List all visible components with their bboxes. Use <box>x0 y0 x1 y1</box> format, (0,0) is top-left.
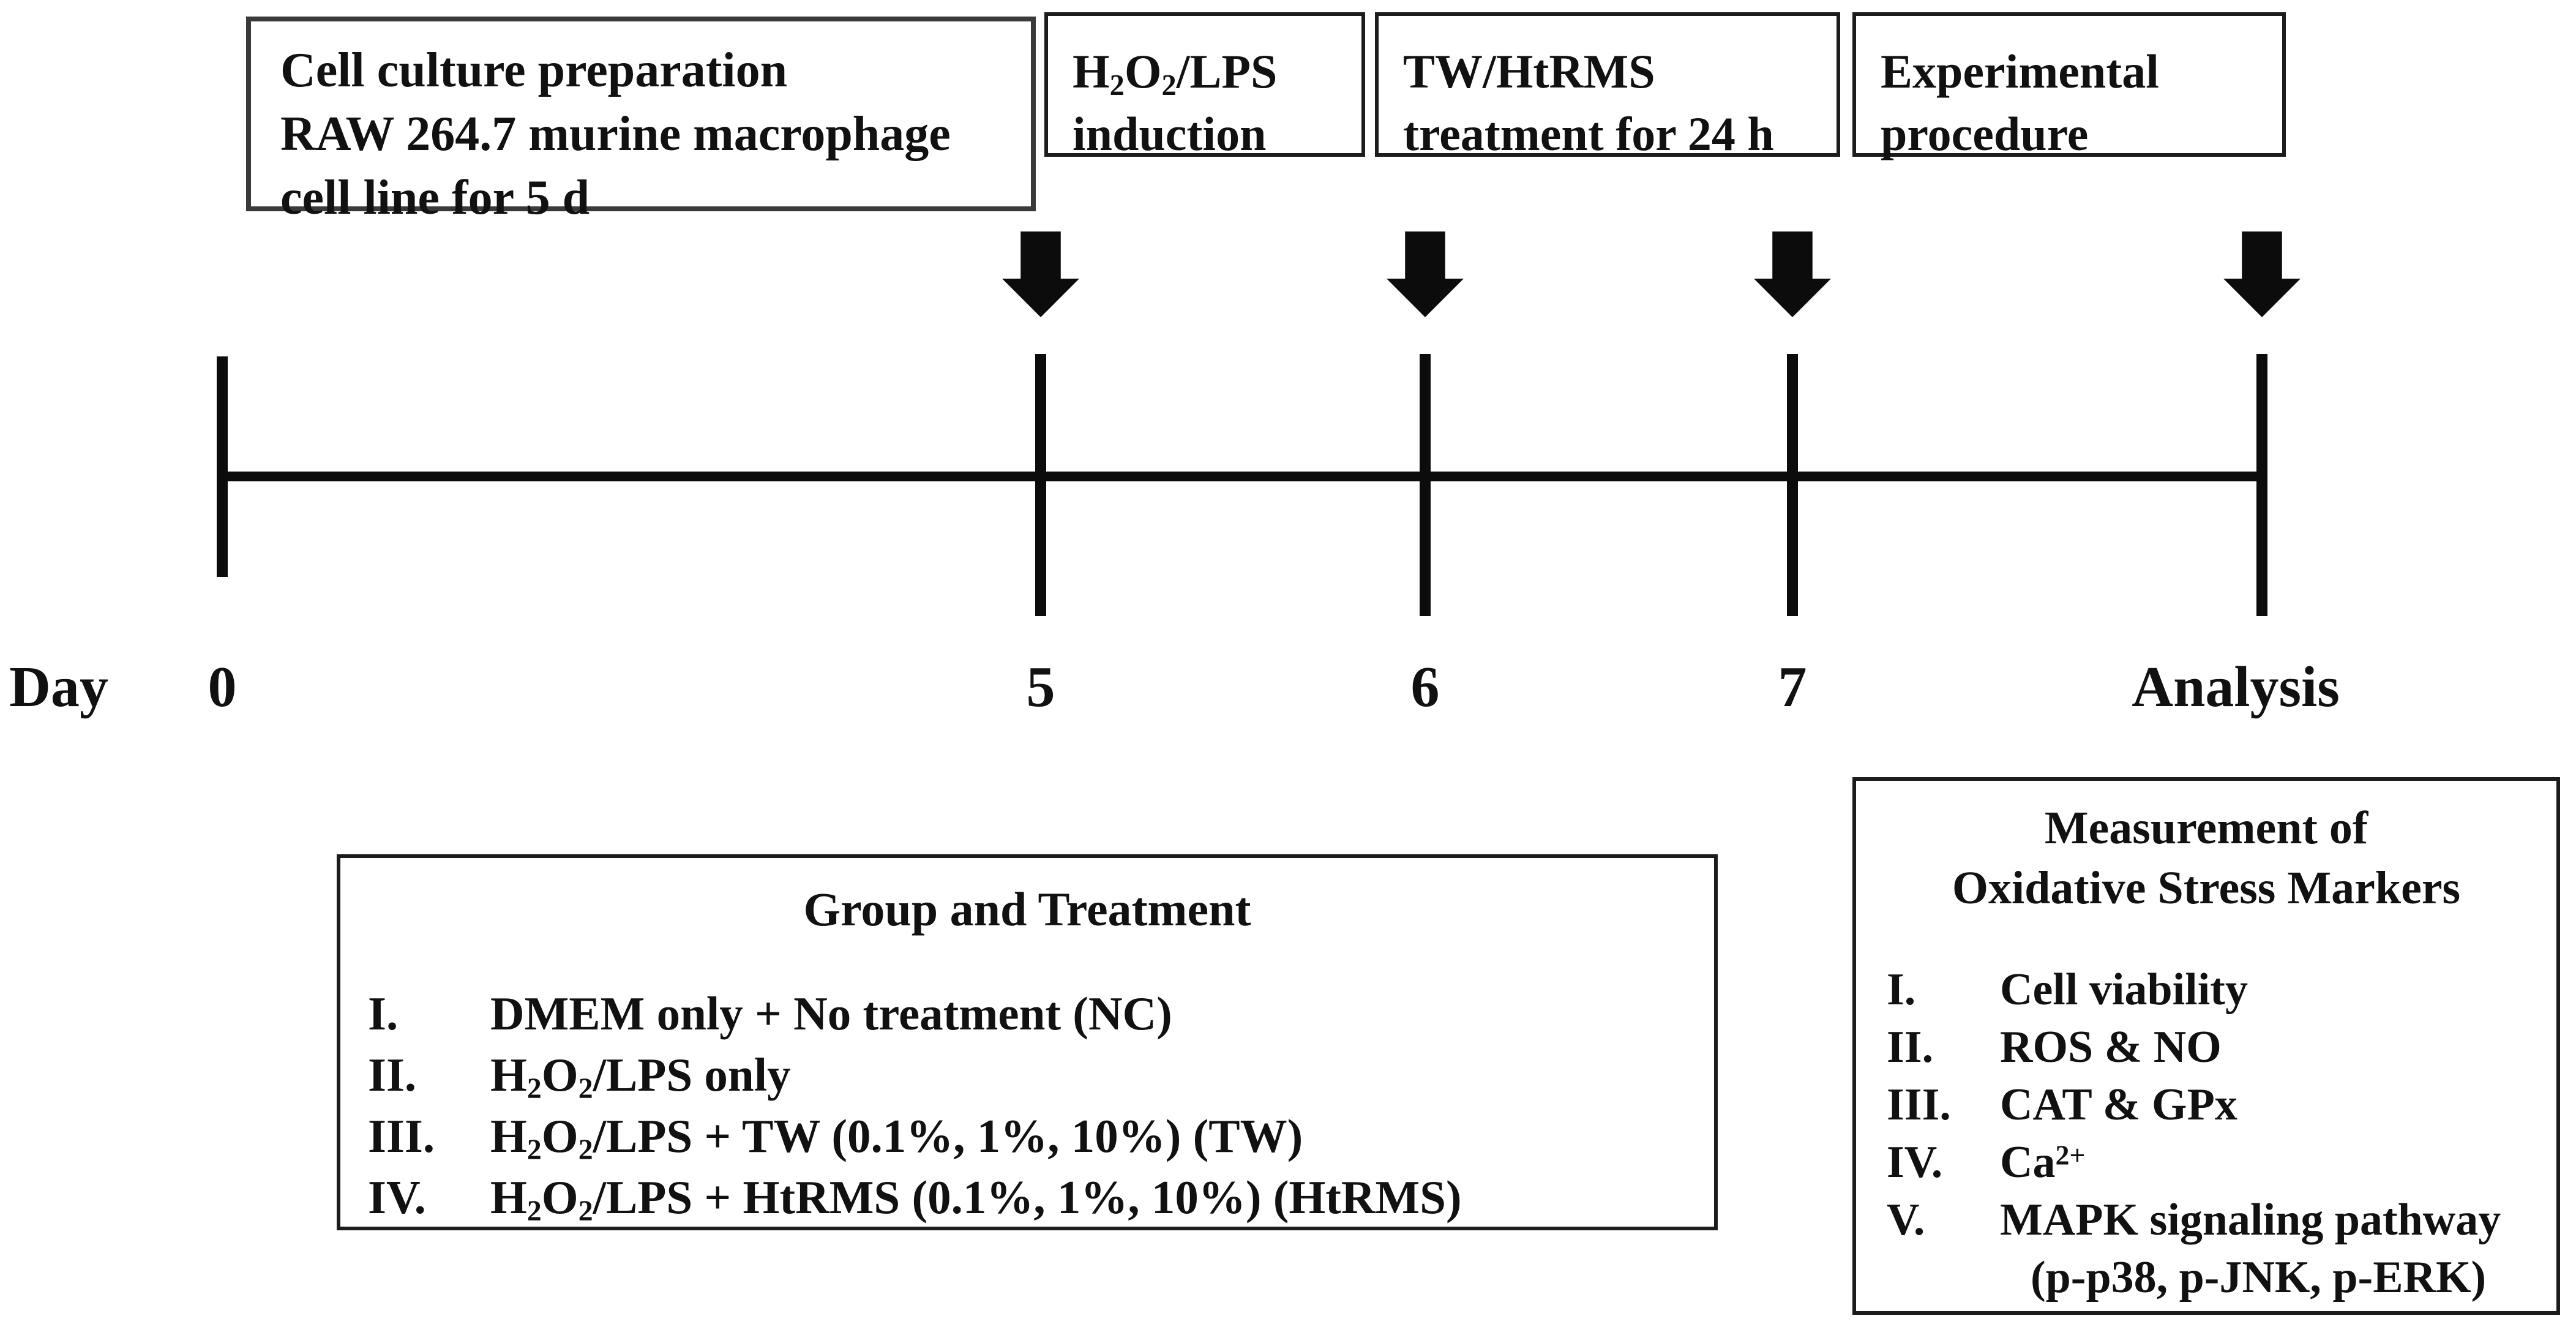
group-item-1-numeral: I. <box>368 987 399 1040</box>
tick-day-0 <box>217 356 228 577</box>
cell-culture-line-3: cell line for 5 d <box>280 171 590 225</box>
measurement-item-4-numeral: IV. <box>1887 1137 1943 1187</box>
induction-line-1: H2O2/LPS <box>1073 45 1278 102</box>
group-item-2: II. H2O2/LPS only <box>368 1044 1714 1105</box>
group-item-4-text: H2O2/LPS + HtRMS (0.1%, 1%, 10%) (HtRMS) <box>490 1171 1462 1227</box>
down-arrow-icon-day7 <box>1754 231 1831 317</box>
measurement-item-4: IV. Ca2+ <box>1887 1134 2556 1191</box>
group-item-1-text: DMEM only + No treatment (NC) <box>490 987 1172 1040</box>
measurement-box: Measurement of Oxidative Stress Markers … <box>1852 777 2560 1315</box>
axis-tick-label-0: 0 <box>208 655 237 719</box>
measurement-item-2-text: ROS & NO <box>2000 1022 2222 1072</box>
treatment-line-2: treatment for 24 h <box>1403 107 1774 160</box>
measurement-item-3-text: CAT & GPx <box>2000 1080 2237 1130</box>
group-treatment-box: Group and Treatment I. DMEM only + No tr… <box>337 854 1718 1230</box>
procedure-line-1: Experimental <box>1881 45 2159 98</box>
treatment-box: TW/HtRMS treatment for 24 h <box>1375 12 1840 160</box>
measurement-item-5-text-line-2: (p-p38, p-JNK, p-ERK) <box>2031 1252 2487 1303</box>
induction-box: H2O2/LPS induction <box>1044 12 1365 160</box>
measurement-item-1-numeral: I. <box>1887 965 1916 1015</box>
treatment-line-1: TW/HtRMS <box>1403 45 1655 98</box>
measurement-title: Measurement of Oxidative Stress Markers <box>1856 798 2556 918</box>
tick-day-7 <box>1787 354 1798 616</box>
measurement-item-1-text: Cell viability <box>2000 965 2248 1015</box>
timeline-line <box>222 472 2267 481</box>
axis-end-label-analysis: Analysis <box>2132 655 2340 719</box>
measurement-title-line-2: Oxidative Stress Markers <box>1952 862 2461 914</box>
cell-culture-line-1: Cell culture preparation <box>280 43 788 97</box>
procedure-line-2: procedure <box>1881 107 2089 160</box>
measurement-item-1: I. Cell viability <box>1887 961 2556 1018</box>
measurement-item-2-numeral: II. <box>1887 1022 1934 1072</box>
tick-day-5 <box>1035 354 1046 616</box>
cell-culture-line-2: RAW 264.7 murine macrophage <box>280 107 951 161</box>
induction-line-2: induction <box>1073 107 1267 160</box>
group-treatment-list: I. DMEM only + No treatment (NC) II. H2O… <box>340 983 1714 1228</box>
measurement-item-5: V. MAPK signaling pathway <box>1887 1191 2556 1249</box>
procedure-box: Experimental procedure <box>1852 12 2286 160</box>
measurement-item-4-text: Ca2+ <box>2000 1137 2086 1187</box>
group-item-2-numeral: II. <box>368 1048 417 1101</box>
down-arrow-icon-analysis <box>2223 231 2301 317</box>
group-item-1: I. DMEM only + No treatment (NC) <box>368 983 1714 1044</box>
tick-day-6 <box>1420 354 1431 616</box>
group-item-3-text: H2O2/LPS + TW (0.1%, 1%, 10%) (TW) <box>490 1110 1303 1166</box>
down-arrow-icon-day6 <box>1387 231 1464 317</box>
axis-tick-label-7: 7 <box>1778 655 1807 719</box>
measurement-item-5-numeral: V. <box>1887 1195 1925 1245</box>
group-item-3-numeral: III. <box>368 1110 435 1162</box>
tick-analysis <box>2256 354 2267 616</box>
measurement-title-line-1: Measurement of <box>2044 802 2368 854</box>
axis-tick-label-6: 6 <box>1410 655 1440 719</box>
group-treatment-title: Group and Treatment <box>803 882 1251 936</box>
measurement-list: I. Cell viability II. ROS & NO III. CAT … <box>1856 961 2556 1306</box>
measurement-item-3: III. CAT & GPx <box>1887 1076 2556 1134</box>
group-item-2-text: H2O2/LPS only <box>490 1048 791 1105</box>
down-arrow-icon-day5 <box>1002 231 1079 317</box>
group-item-4: IV. H2O2/LPS + HtRMS (0.1%, 1%, 10%) (Ht… <box>368 1167 1714 1228</box>
axis-tick-label-5: 5 <box>1026 655 1055 719</box>
group-item-3: III. H2O2/LPS + TW (0.1%, 1%, 10%) (TW) <box>368 1105 1714 1167</box>
measurement-item-5-text: MAPK signaling pathway <box>2000 1195 2501 1245</box>
group-item-4-numeral: IV. <box>368 1171 426 1224</box>
measurement-item-2: II. ROS & NO <box>1887 1018 2556 1076</box>
axis-label-day: Day <box>9 655 108 719</box>
cell-culture-box: Cell culture preparation RAW 264.7 murin… <box>246 17 1036 225</box>
measurement-item-3-numeral: III. <box>1887 1080 1951 1130</box>
